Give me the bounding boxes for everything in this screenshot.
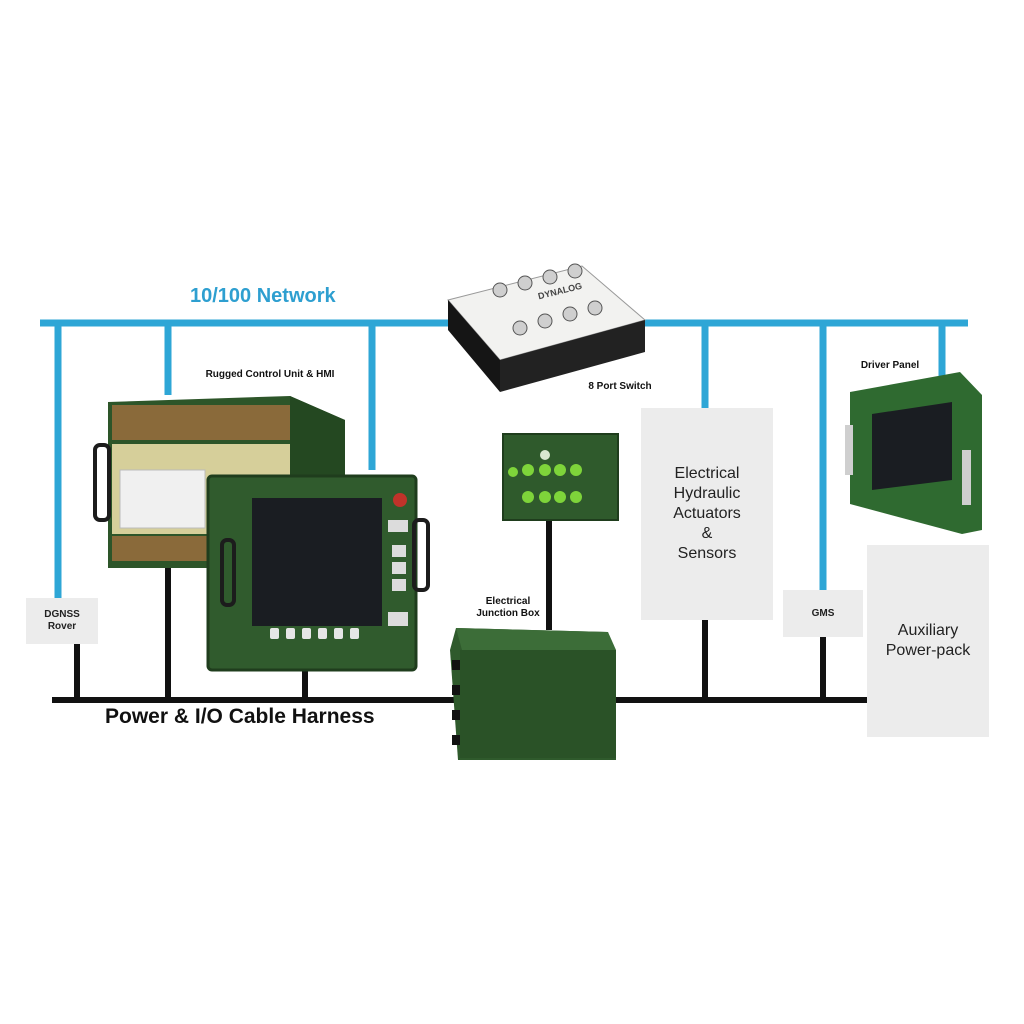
actuators-line5: Sensors bbox=[677, 545, 737, 562]
ethernet-switch bbox=[447, 263, 647, 392]
actuators-line3: Actuators bbox=[673, 505, 741, 522]
hmi-display bbox=[206, 474, 430, 672]
switch-label: 8 Port Switch bbox=[588, 381, 652, 392]
button-panel bbox=[502, 433, 619, 521]
control-unit-label: Rugged Control Unit & HMI bbox=[205, 369, 335, 380]
junction-box bbox=[450, 628, 616, 760]
hmi-softkeys bbox=[270, 628, 359, 639]
powerpack-line1: Auxiliary bbox=[897, 622, 959, 639]
hmi-power-button bbox=[393, 493, 407, 507]
network-label: 10/100 Network bbox=[190, 285, 336, 307]
gms-box: GMS bbox=[783, 590, 863, 637]
dgnss-label-line2: Rover bbox=[47, 621, 77, 632]
harness-label: Power & I/O Cable Harness bbox=[105, 705, 375, 728]
dgnss-label-line1: DGNSS bbox=[44, 609, 80, 620]
actuators-line4: & bbox=[701, 525, 713, 542]
junction-box-label-line2: Junction Box bbox=[476, 608, 540, 619]
junction-box-label: Electrical Junction Box bbox=[458, 596, 558, 620]
actuators-line1: Electrical bbox=[674, 465, 740, 482]
driver-panel bbox=[845, 372, 982, 534]
actuators-box: Electrical Hydraulic Actuators & Sensors bbox=[641, 408, 773, 620]
driver-panel-label: Driver Panel bbox=[860, 360, 920, 371]
powerpack-line2: Power-pack bbox=[885, 642, 971, 659]
powerpack-box: Auxiliary Power-pack bbox=[867, 545, 989, 737]
dgnss-rover-box: DGNSS Rover bbox=[26, 598, 98, 644]
junction-box-label-line1: Electrical bbox=[485, 596, 531, 607]
power-harness bbox=[52, 520, 868, 703]
gms-label: GMS bbox=[811, 607, 835, 619]
actuators-line2: Hydraulic bbox=[673, 485, 741, 502]
